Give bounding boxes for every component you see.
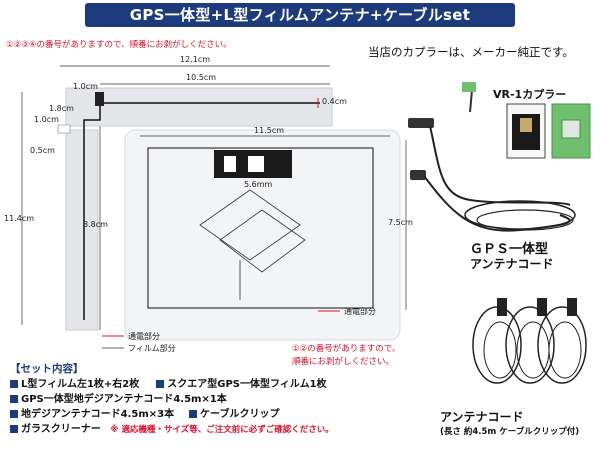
antenna-coil-2 xyxy=(505,306,555,384)
legend-conduct-left: 通電部分 xyxy=(128,332,160,341)
set-item-3: GPS一体型地デジアンテナコード4.5m×1本 xyxy=(21,394,227,405)
set-item-5: ケーブルクリップ xyxy=(200,409,280,420)
antenna-coil-3b xyxy=(548,321,582,379)
dim-label-10-5: 10.5cm xyxy=(186,73,217,82)
antenna-coil-3 xyxy=(537,306,587,384)
gps-module-slot-2 xyxy=(248,156,264,172)
gps-cable-1 xyxy=(429,125,571,206)
dim-label-1-0-a: 1.0cm xyxy=(73,82,98,91)
antenna-cable-label-2: (長さ 約4.5m ケーブルクリップ付) xyxy=(440,427,580,437)
square-film-conductor xyxy=(147,147,374,309)
set-contents-title: 【セット内容】 xyxy=(10,363,84,375)
dim-label-12-1: 12.1cm xyxy=(180,55,211,64)
dim-label-1-8: 1.8cm xyxy=(49,104,74,113)
peel-order-notice: ①②③④の番号がありますので、順番にお剥がしください。 xyxy=(6,40,232,50)
coupler-note: 当店のカプラーは、メーカー純正です。 xyxy=(368,45,574,59)
order-warning: ※ 適応機種・サイズ等、ご注文前に必ずご確認ください。 xyxy=(110,425,334,435)
antenna-plug-2 xyxy=(537,298,547,316)
dim-label-11-5: 11.5cm xyxy=(254,126,285,135)
l-film-conductor-v xyxy=(83,103,101,320)
peel-order-notice-2-line2: 順番にお剥がしください。 xyxy=(292,357,395,367)
gps-cable-label-2: アンテナコード xyxy=(470,257,554,271)
coupler-pin xyxy=(520,118,532,132)
gps-cable-head-1 xyxy=(408,118,434,128)
diamond-conductor-1 xyxy=(199,189,301,261)
gps-cable-coil-2 xyxy=(476,209,574,231)
set-item-1: L型フィルム左1枚+右2枚 xyxy=(21,379,140,390)
antenna-plug-3 xyxy=(567,298,577,316)
set-contents: 【セット内容】 L型フィルム左1枚+右2枚 スクエア型GPS一体型フィルム1枚 … xyxy=(10,362,450,437)
coupler-green-face xyxy=(561,119,581,139)
antenna-coil-2b xyxy=(516,321,550,379)
set-row-4: ガラスクリーナー ※ 適応機種・サイズ等、ご注文前に必ずご確認ください。 xyxy=(10,422,450,437)
antenna-cable-label-1: アンテナコード xyxy=(440,410,524,424)
bullet-square-icon xyxy=(10,425,18,433)
peel-order-notice-2-line1: ①②の番号がありますので、 xyxy=(292,344,401,354)
title-banner: GPS一体型+L型フィルムアンテナ+ケーブルset xyxy=(85,3,515,27)
bullet-square-icon xyxy=(10,395,18,403)
set-item-2: スクエア型GPS一体型フィルム1枚 xyxy=(167,379,327,390)
diamond-conductor-2 xyxy=(219,209,306,273)
l-film-vertical xyxy=(65,129,99,331)
coupler-cable-1 xyxy=(469,89,473,113)
l-film-tab xyxy=(57,124,71,134)
set-item-4: 地デジアンテナコード4.5m×3本 xyxy=(21,409,175,420)
dim-label-1-0-b: 1.0cm xyxy=(34,115,59,124)
dim-label-5-6mm: 5.6mm xyxy=(244,180,273,189)
l-film-horizontal xyxy=(65,87,333,127)
dim-label-8-8: 8.8cm xyxy=(83,220,108,229)
legend-conduct-right: 通電部分 xyxy=(344,307,376,316)
bullet-square-icon xyxy=(10,410,18,418)
set-item-6: ガラスクリーナー xyxy=(21,424,101,435)
dim-label-7-5: 7.5cm xyxy=(388,218,413,227)
set-row-1: L型フィルム左1枚+右2枚 スクエア型GPS一体型フィルム1枚 xyxy=(10,377,450,392)
gps-cable-coil xyxy=(464,200,576,230)
gps-cable-label-1: ＧＰＳ一体型 xyxy=(470,242,549,257)
dim-label-11-4: 11.4cm xyxy=(4,214,35,223)
bullet-square-icon xyxy=(189,410,198,418)
gps-module-slot-1 xyxy=(224,156,236,172)
coupler-plug-small xyxy=(462,82,476,92)
l-film-terminal xyxy=(95,92,104,106)
bullet-square-icon xyxy=(10,380,18,388)
coupler-label: VR-1カプラー xyxy=(493,88,567,101)
set-row-2: GPS一体型地デジアンテナコード4.5m×1本 xyxy=(10,392,450,407)
bullet-square-icon xyxy=(156,380,165,388)
gps-cable-head-2 xyxy=(410,170,426,180)
dim-label-0-4: 0.4cm xyxy=(322,97,347,106)
antenna-coil-1 xyxy=(472,306,522,384)
square-film-outer xyxy=(124,129,401,341)
dim-label-0-5: 0.5cm xyxy=(30,146,55,155)
legend-film: フィルム部分 xyxy=(128,344,176,353)
antenna-coil-1b xyxy=(483,321,517,379)
set-row-3: 地デジアンテナコード4.5m×3本 ケーブルクリップ xyxy=(10,407,450,422)
